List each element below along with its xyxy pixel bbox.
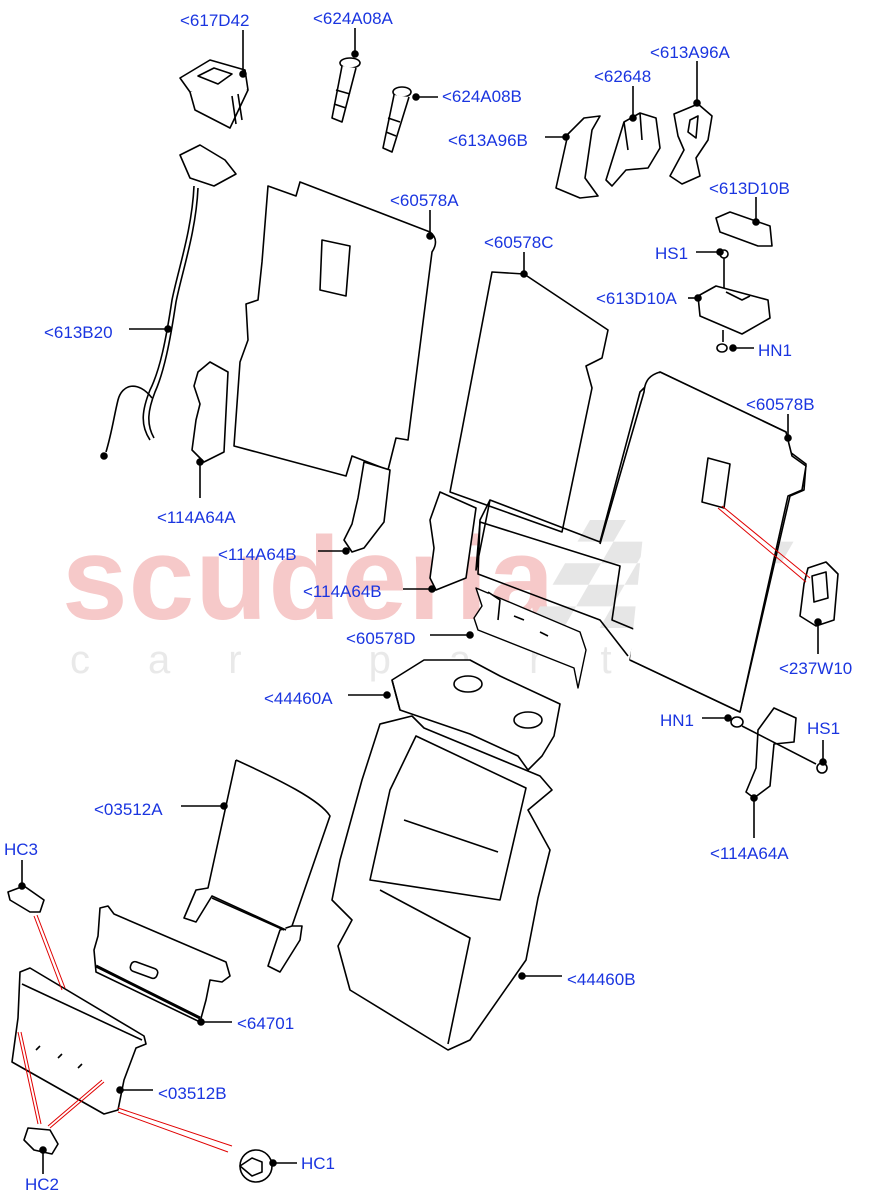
- part-HN1-top[interactable]: [716, 330, 728, 353]
- callout-114A64B-1[interactable]: <114A64B: [218, 545, 297, 564]
- callout-237W10[interactable]: <237W10: [779, 659, 853, 678]
- part-114A64B-2[interactable]: [429, 491, 477, 591]
- callout-114A64A-left[interactable]: <114A64A: [157, 508, 236, 527]
- part-HC2[interactable]: [23, 1127, 59, 1155]
- part-237W10[interactable]: [799, 561, 839, 627]
- callout-114A64B-2[interactable]: <114A64B: [303, 582, 382, 601]
- callout-HC1[interactable]: HC1: [301, 1154, 336, 1173]
- part-64701[interactable]: [93, 905, 231, 1023]
- callout-617D42[interactable]: <617D42: [180, 11, 250, 30]
- callout-44460A[interactable]: <44460A: [264, 689, 333, 708]
- part-HC1[interactable]: [239, 1149, 273, 1183]
- part-60578A[interactable]: [233, 181, 437, 477]
- callout-62648[interactable]: <62648: [594, 67, 652, 86]
- callout-64701[interactable]: <64701: [237, 1014, 295, 1033]
- part-624A08A[interactable]: [331, 57, 361, 123]
- part-44460B[interactable]: [331, 715, 553, 1051]
- part-613B20[interactable]: [100, 144, 237, 460]
- callout-624A08A[interactable]: <624A08A: [313, 9, 393, 28]
- part-114A64A-left[interactable]: [191, 361, 229, 463]
- callout-613D10A[interactable]: <613D10A: [596, 289, 677, 308]
- callout-60578C[interactable]: <60578C: [484, 233, 554, 252]
- part-62648[interactable]: [605, 112, 661, 187]
- callout-HS1-top[interactable]: HS1: [655, 244, 689, 263]
- part-60578B[interactable]: [475, 371, 807, 713]
- part-60578C[interactable]: [449, 271, 609, 533]
- part-44460A[interactable]: [391, 659, 561, 771]
- part-114A64A-right[interactable]: [745, 707, 797, 799]
- callout-613A96A[interactable]: <613A96A: [650, 43, 730, 62]
- callout-03512A[interactable]: <03512A: [94, 800, 163, 819]
- part-HC3[interactable]: [7, 885, 45, 913]
- part-03512A[interactable]: [183, 759, 331, 973]
- watermark-subtitle: car parts: [70, 638, 748, 682]
- part-613A96B[interactable]: [555, 115, 601, 199]
- part-624A08B[interactable]: [382, 86, 412, 153]
- callout-613A96B[interactable]: <613A96B: [448, 131, 528, 150]
- part-114A64B-1[interactable]: [343, 461, 391, 553]
- callout-HS1-bottom[interactable]: HS1: [807, 719, 841, 738]
- callout-624A08B[interactable]: <624A08B: [442, 87, 522, 106]
- callout-60578B[interactable]: <60578B: [746, 395, 815, 414]
- callout-114A64A-right[interactable]: <114A64A: [710, 844, 789, 863]
- callout-44460B[interactable]: <44460B: [567, 970, 636, 989]
- callout-HN1-bottom[interactable]: HN1: [660, 711, 695, 730]
- part-613D10B[interactable]: [715, 211, 773, 247]
- leader-lines: [18, 28, 827, 1174]
- assembly-lines: [17, 505, 811, 1153]
- callout-60578A[interactable]: <60578A: [390, 191, 459, 210]
- callout-613D10B[interactable]: <613D10B: [709, 179, 790, 198]
- watermark-brand: scuderia: [62, 513, 556, 645]
- callout-03512B[interactable]: <03512B: [158, 1084, 227, 1103]
- callout-HN1-top[interactable]: HN1: [758, 341, 793, 360]
- part-HN1-bottom[interactable]: [730, 716, 817, 765]
- callout-613B20[interactable]: <613B20: [44, 323, 113, 342]
- callout-HC3[interactable]: HC3: [4, 840, 39, 859]
- part-613D10A[interactable]: [697, 285, 771, 335]
- part-03512B[interactable]: [11, 967, 147, 1115]
- callout-HC2[interactable]: HC2: [25, 1175, 60, 1194]
- part-613A96A[interactable]: [669, 103, 713, 185]
- callout-60578D[interactable]: <60578D: [346, 629, 416, 648]
- part-60578D[interactable]: [473, 587, 587, 689]
- part-617D42[interactable]: [179, 59, 249, 129]
